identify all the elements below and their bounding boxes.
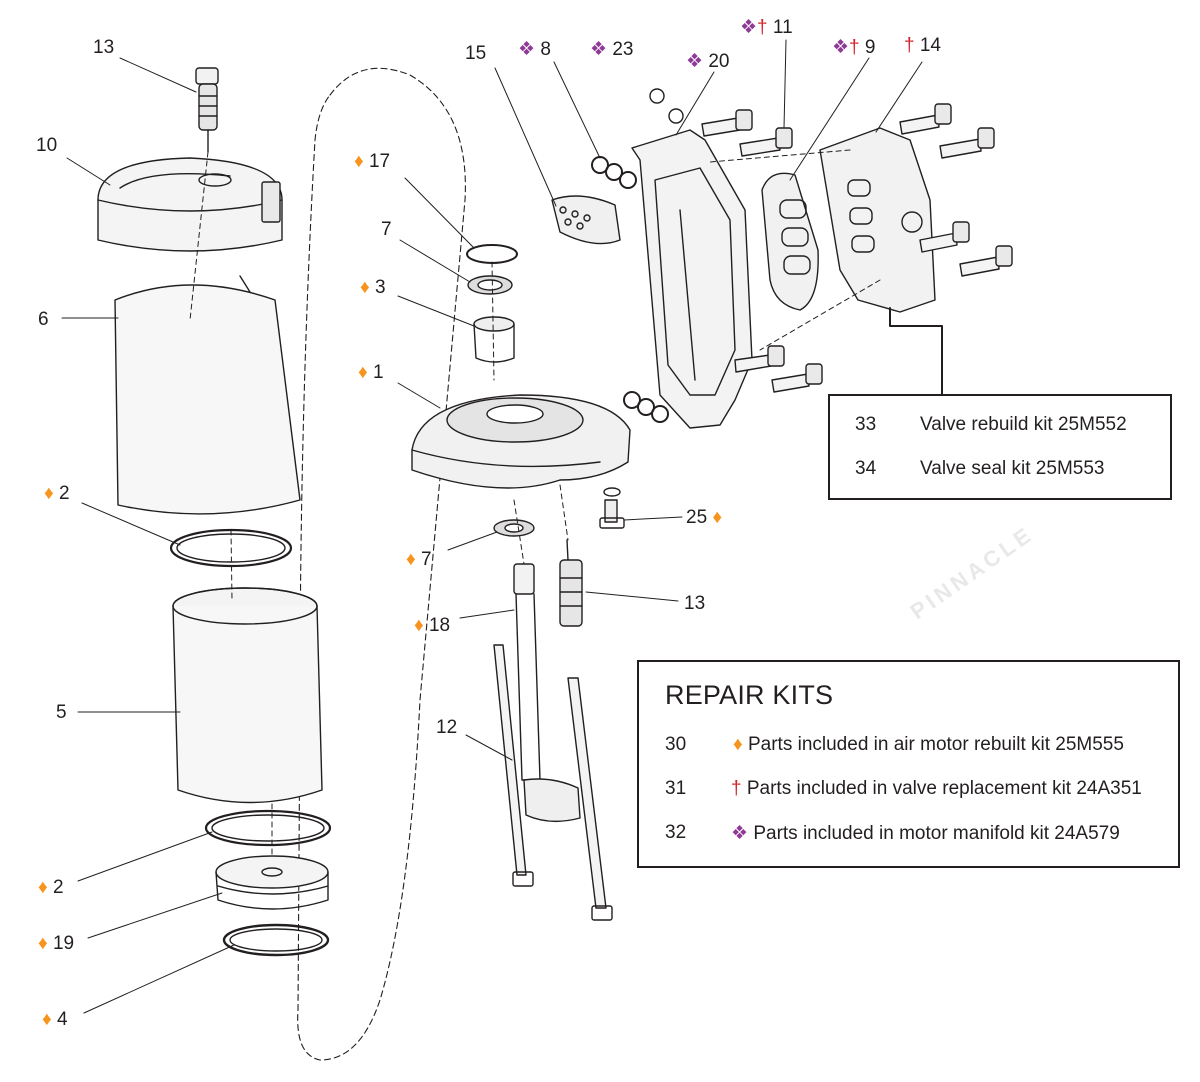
diamond-icon: ♦: [712, 507, 723, 528]
clover-icon: ❖: [740, 17, 758, 38]
part-19-piston: [215, 855, 329, 910]
part-6-sleeve: [114, 275, 301, 515]
callout-2-low: ♦ 2: [38, 877, 64, 898]
clover-icon: ❖: [731, 823, 749, 844]
callout-18: ♦ 18: [414, 615, 451, 636]
part-13-pilot-valve-top: [195, 67, 219, 153]
part-15-muffler: [551, 195, 621, 245]
part-23-ball-a: [649, 88, 665, 104]
part-8-gasket-top: [591, 156, 637, 189]
part-23-ball-b: [668, 108, 684, 124]
diamond-icon: ♦: [358, 362, 368, 383]
part-14-valve-housing: [819, 127, 936, 313]
part-8-gasket-bottom: [623, 391, 669, 423]
diamond-icon: ♦: [44, 483, 54, 504]
callout-13-mid: 13: [684, 593, 706, 614]
part-7-seal-lower: [493, 519, 535, 537]
callout-19: ♦ 19: [38, 933, 75, 954]
callout-5: 5: [56, 702, 67, 723]
diamond-icon: ♦: [38, 933, 48, 954]
clover-icon: ❖: [832, 37, 850, 58]
dagger-icon: †: [731, 778, 742, 799]
clover-icon: ❖: [518, 39, 536, 60]
diamond-icon: ♦: [406, 549, 416, 570]
callout-1: ♦ 1: [358, 362, 384, 383]
callout-12: 12: [436, 717, 458, 738]
part-10-cover: [97, 157, 283, 252]
callout-9: ❖† 9: [832, 37, 876, 58]
callout-6: 6: [38, 309, 49, 330]
part-7-seal-upper: [467, 275, 513, 295]
dagger-icon: †: [849, 37, 860, 58]
callout-4: ♦ 4: [42, 1009, 68, 1030]
part-17-ring: [466, 244, 518, 264]
callout-20: ❖ 20: [686, 51, 730, 72]
part-13-pilot-valve-mid: [559, 539, 583, 627]
callout-25: 25 ♦: [686, 507, 723, 528]
callout-2-mid: ♦ 2: [44, 483, 70, 504]
part-3-bushing: [473, 316, 515, 363]
assembly-dashed-path: [297, 67, 466, 1061]
part-12-tie-rod-right: [567, 677, 613, 921]
valve-kit-bracket: [889, 307, 943, 396]
diamond-icon: ♦: [354, 151, 364, 172]
leader-lines: [61, 39, 923, 1014]
diamond-icon: ♦: [733, 734, 743, 755]
callout-7-low: ♦ 7: [406, 549, 432, 570]
part-25-fitting: [599, 487, 625, 529]
callout-8: ❖ 8: [518, 39, 551, 60]
diamond-icon: ♦: [42, 1009, 52, 1030]
callout-17: ♦ 17: [354, 151, 391, 172]
diamond-icon: ♦: [360, 277, 370, 298]
callout-15: 15: [465, 43, 487, 64]
part-14-bolts: [899, 103, 1013, 277]
diamond-icon: ♦: [38, 877, 48, 898]
part-2-seal-ring-lower: [204, 809, 332, 847]
dagger-icon: †: [904, 35, 915, 56]
dagger-icon: †: [757, 17, 768, 38]
part-9-valve-gasket: [761, 172, 819, 311]
repair-kits-title: REPAIR KITS: [665, 680, 834, 710]
callout-10: 10: [36, 135, 58, 156]
callout-13-top: 13: [93, 37, 115, 58]
repair-kits-box: REPAIR KITS 30 ♦ Parts included in air m…: [637, 660, 1180, 868]
callout-3: ♦ 3: [360, 277, 386, 298]
part-4-o-ring: [222, 923, 330, 957]
part-20-manifold: [631, 129, 753, 429]
callout-7-top: 7: [381, 219, 392, 240]
part-5-cylinder: [172, 587, 323, 804]
valve-kit-box: 33 Valve rebuild kit 25M552 34 Valve sea…: [828, 394, 1172, 500]
callout-14: † 14: [904, 35, 941, 56]
part-12-tie-rod-left: [493, 644, 534, 887]
clover-icon: ❖: [686, 51, 704, 72]
diamond-icon: ♦: [414, 615, 424, 636]
callout-23: ❖ 23: [590, 39, 634, 60]
part-11-bolts: [701, 109, 823, 393]
center-axis-lines: [189, 149, 881, 859]
callout-11: ❖† 11: [740, 17, 793, 38]
part-1-center-body: [411, 394, 631, 489]
clover-icon: ❖: [590, 39, 608, 60]
